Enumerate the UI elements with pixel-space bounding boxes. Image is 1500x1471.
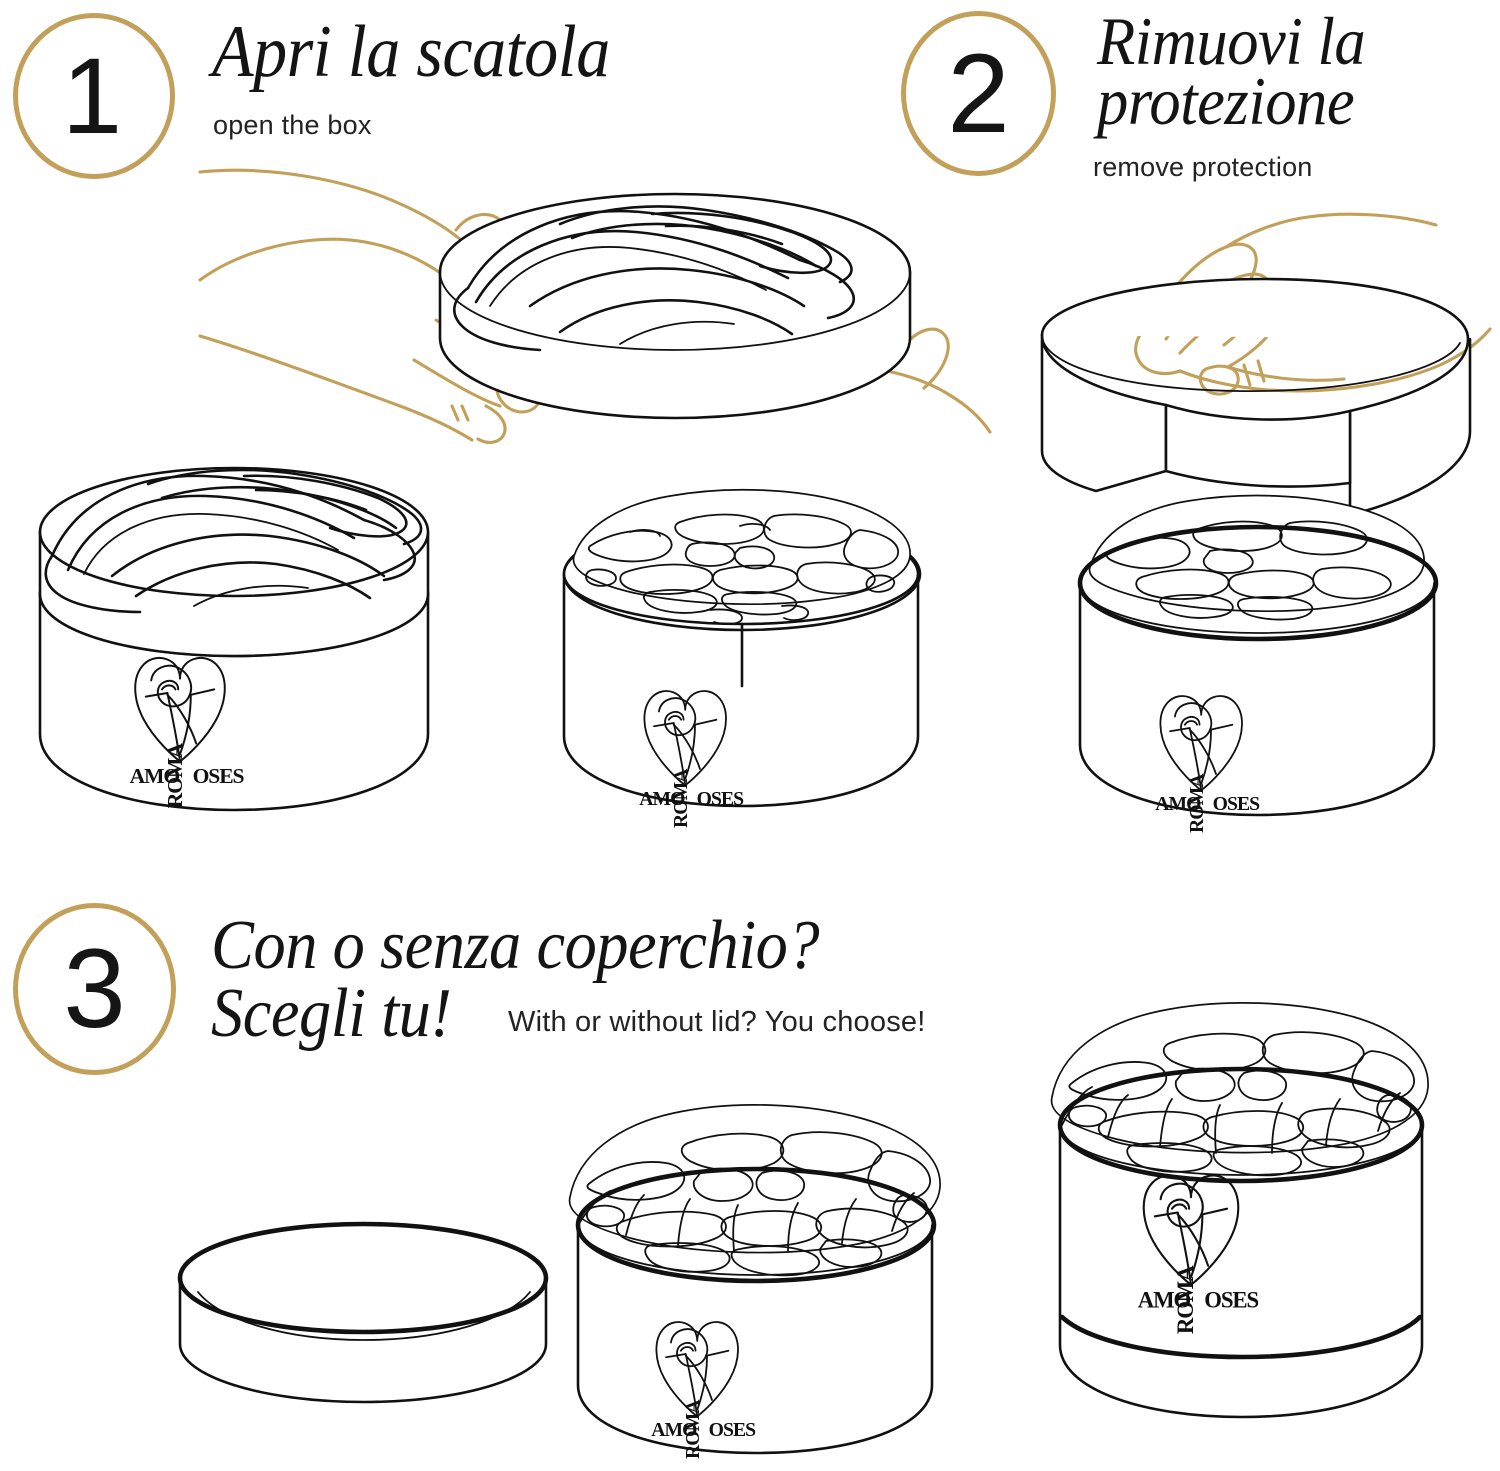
step-3-subtitle: With or without lid? You choose! [508, 1006, 926, 1038]
step-1-title: Apri la scatola [212, 11, 610, 93]
step-1-number: 1 [61, 35, 123, 156]
svg-text:OSES: OSES [1204, 1288, 1258, 1313]
step-2-title-line-1: Rimuovi la [1097, 3, 1366, 79]
lid-being-lifted [438, 192, 912, 420]
lid-rose-emboss [44, 468, 423, 614]
open-box-with-roses [562, 488, 922, 808]
lid-rose-emboss [453, 205, 855, 352]
step-1-subtitle: open the box [213, 110, 372, 140]
brand-logo: AMO ROMA OSES [1155, 695, 1261, 833]
svg-text:AMO: AMO [651, 1419, 697, 1441]
svg-text:ROMA: ROMA [670, 768, 692, 828]
svg-text:AMO: AMO [639, 788, 685, 810]
svg-text:OSES: OSES [1213, 793, 1260, 815]
svg-text:ROMA: ROMA [163, 743, 187, 809]
roses-cluster [1050, 1002, 1429, 1177]
step-3-title-line-2: Scegli tu! [211, 975, 452, 1052]
step-3-title-line-1: Con o senza coperchio? [211, 907, 820, 984]
step-1-hands-lifting-lid-illustration [198, 110, 992, 444]
heart-rose-icon [655, 1321, 739, 1418]
closed-box [38, 466, 430, 812]
step-3-box-with-lid-illustration: AMO ROMA OSES [1010, 965, 1450, 1425]
amoroses-wordmark: AMO ROMA OSES [130, 743, 246, 809]
step-1-open-box-illustration: AMO ROMA OSES [530, 424, 950, 828]
amoroses-wordmark: AMO ROMA OSES [639, 768, 745, 828]
svg-text:OSES: OSES [193, 764, 245, 788]
amoroses-wordmark: AMO ROMA OSES [1155, 773, 1261, 833]
svg-text:ROMA: ROMA [1173, 1265, 1198, 1334]
step-3-number-badge: 3 [13, 903, 176, 1075]
amoroses-wordmark: AMO ROMA OSES [651, 1399, 757, 1459]
step-3-empty-lid-illustration [168, 1216, 568, 1416]
svg-text:OSES: OSES [697, 788, 744, 810]
amoroses-wordmark: AMO ROMA OSES [1138, 1265, 1260, 1334]
heart-rose-icon [1142, 1174, 1240, 1286]
step-3-number: 3 [63, 926, 126, 1051]
brand-logo: AMO ROMA OSES [651, 1321, 757, 1459]
rose-box-with-lid [1050, 1002, 1429, 1419]
step-1-number-badge: 1 [13, 13, 175, 179]
svg-text:AMO: AMO [1138, 1288, 1191, 1313]
svg-text:ROMA: ROMA [1186, 773, 1208, 833]
rose-box-no-lid [568, 1104, 941, 1455]
step-2-subtitle: remove protection [1093, 152, 1313, 182]
open-box-with-roses [1077, 494, 1439, 817]
svg-text:OSES: OSES [709, 1419, 756, 1441]
brand-logo: AMO ROMA OSES [1138, 1174, 1260, 1334]
brand-logo: AMO ROMA OSES [130, 657, 246, 809]
roses-cluster [572, 488, 911, 625]
protective-collar-being-removed [1040, 277, 1472, 517]
step-3-box-without-lid-illustration: AMO ROMA OSES [548, 1055, 968, 1459]
heart-rose-icon [1159, 695, 1243, 792]
heart-rose-icon [643, 690, 727, 787]
step-2-number-badge: 2 [901, 11, 1056, 176]
empty-lid [177, 1221, 549, 1404]
step-1-closed-box-illustration: AMO ROMA OSES [28, 404, 448, 824]
svg-text:ROMA: ROMA [682, 1399, 704, 1459]
step-2-title-line-2: protezione [1097, 63, 1355, 139]
svg-text:AMO: AMO [130, 764, 180, 788]
svg-text:AMO: AMO [1155, 793, 1201, 815]
step-2-number: 2 [947, 30, 1010, 156]
heart-rose-icon [134, 657, 226, 763]
step-2-remove-protection-illustration: AMO ROMA OSES [1020, 212, 1492, 833]
brand-logo: AMO ROMA OSES [639, 690, 745, 828]
